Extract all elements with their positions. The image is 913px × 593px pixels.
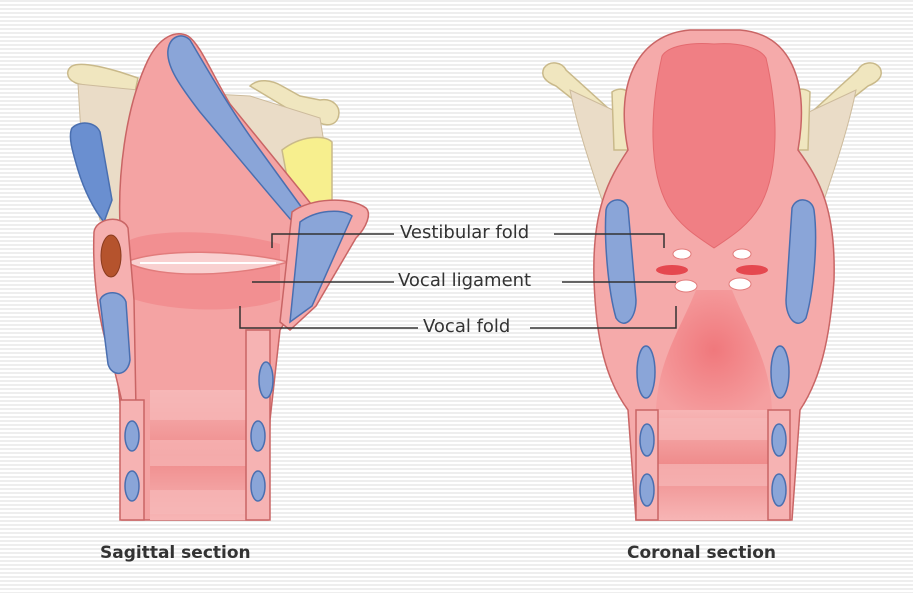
sagittal-ring-left-1	[125, 421, 139, 451]
sagittal-arytenoid	[101, 235, 121, 277]
coronal-cricoid-left	[637, 346, 655, 398]
coronal-ring-left-1	[640, 424, 654, 456]
sagittal-ring-right-1	[251, 421, 265, 451]
label-vestibular-fold: Vestibular fold	[400, 222, 529, 243]
coronal-ring-right-2	[772, 474, 786, 506]
coronal-vocal-fold-left	[675, 280, 697, 292]
caption-coronal: Coronal section	[627, 543, 776, 563]
caption-sagittal: Sagittal section	[100, 543, 251, 563]
coronal-vestibular-fold-right	[733, 249, 751, 259]
coronal-ring-right-1	[772, 424, 786, 456]
coronal-muscle-left	[656, 265, 688, 275]
sagittal-ring-left-2	[125, 471, 139, 501]
coronal-vocal-fold-right	[729, 278, 751, 290]
coronal-muscle-right	[736, 265, 768, 275]
sagittal-ring-right-0	[259, 362, 273, 398]
label-vocal-ligament: Vocal ligament	[398, 270, 531, 291]
coronal-vestibular-fold-left	[673, 249, 691, 259]
sagittal-ring-right-2	[251, 471, 265, 501]
label-vocal-fold: Vocal fold	[423, 316, 510, 337]
coronal-cricoid-right	[771, 346, 789, 398]
coronal-ring-left-2	[640, 474, 654, 506]
sagittal-trachea-wall-left	[120, 400, 144, 520]
